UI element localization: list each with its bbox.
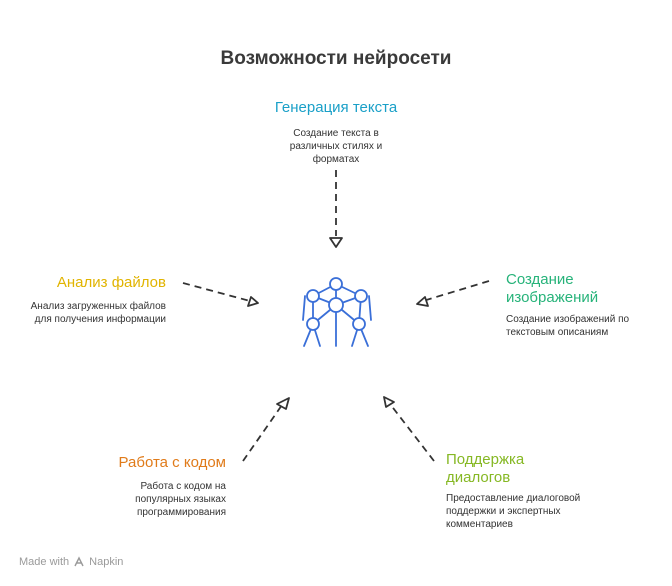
- desc-line: Создание изображений по: [506, 314, 630, 325]
- desc-line: комментариев: [446, 519, 513, 530]
- desc-line: различных стилях и: [289, 141, 383, 152]
- node-desc-text-generation: Создание текста в различных стилях и фор…: [236, 127, 436, 166]
- arrow-from-code: [242, 404, 283, 462]
- desc-line: популярных языках: [135, 494, 226, 505]
- node-title-text-generation: Генерация текста: [274, 99, 398, 116]
- desc-line: программирования: [136, 507, 226, 518]
- arrowhead-icon: [383, 396, 395, 408]
- node-title-dialog: Поддержка диалогов: [446, 451, 646, 487]
- desc-line: форматах: [312, 154, 360, 165]
- desc-line: Анализ загруженных файлов: [30, 301, 166, 312]
- arrowhead-icon: [329, 237, 343, 248]
- title-line: Создание: [506, 271, 574, 288]
- desc-line: поддержки и экспертных: [446, 506, 561, 517]
- title-line: Поддержка: [446, 451, 525, 468]
- node-title-file-analysis: Анализ файлов: [56, 274, 166, 291]
- desc-line: Работа с кодом на: [140, 481, 226, 492]
- desc-line: Создание текста в: [293, 128, 379, 139]
- desc-line: для получения информации: [34, 314, 166, 325]
- neural-network-icon: [302, 277, 372, 347]
- napkin-brand: Napkin: [89, 556, 124, 568]
- desc-line: Предоставление диалоговой: [446, 493, 581, 504]
- node-desc-dialog: Предоставление диалоговой поддержки и эк…: [446, 492, 646, 531]
- arrowhead-icon: [416, 296, 429, 307]
- napkin-logo-icon: [73, 556, 85, 568]
- title-line: диалогов: [446, 469, 511, 486]
- arrow-from-dialog: [389, 403, 435, 462]
- arrowhead-icon: [247, 296, 259, 307]
- node-desc-file-analysis: Анализ загруженных файлов для получения …: [0, 300, 166, 326]
- node-desc-image-generation: Создание изображений по текстовым описан…: [506, 313, 666, 339]
- desc-line: текстовым описаниям: [506, 327, 609, 338]
- title-line: изображений: [506, 289, 599, 306]
- arrow-from-file-analysis: [182, 282, 251, 302]
- node-desc-code: Работа с кодом на популярных языках прог…: [26, 480, 226, 519]
- arrowhead-icon: [276, 397, 290, 410]
- node-title-image-generation: Создание изображений: [506, 271, 666, 307]
- arrow-from-image-generation: [422, 280, 490, 302]
- node-title-code: Работа с кодом: [118, 454, 226, 471]
- made-with-label: Made with: [19, 556, 70, 568]
- footer: Made with Napkin: [19, 556, 123, 568]
- diagram-title: Возможности нейросети: [220, 48, 452, 69]
